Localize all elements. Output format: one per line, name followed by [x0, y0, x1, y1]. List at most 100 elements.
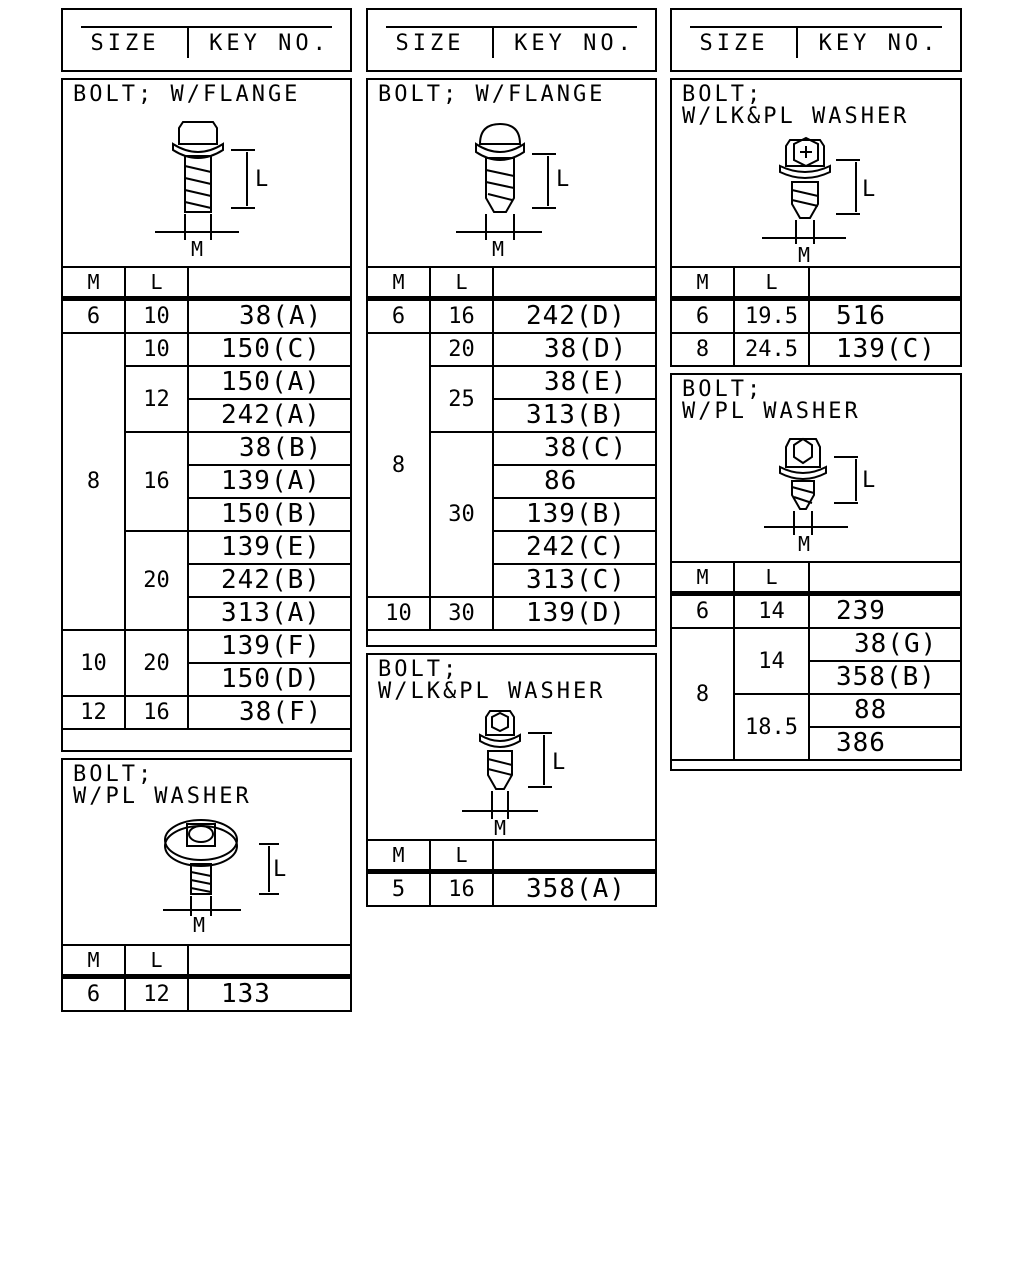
key-cell[interactable]: 139(B) [492, 497, 657, 532]
cell: L [556, 167, 569, 192]
col-l: L [124, 266, 189, 301]
cell: KEY NO. [514, 30, 635, 56]
cell: M [61, 944, 126, 979]
key-cell[interactable]: 38(A) [187, 297, 352, 334]
cell: 516 [836, 301, 886, 331]
cell: 8 [366, 332, 431, 598]
cell: 139(D) [526, 598, 626, 628]
cell: 313(B) [526, 400, 626, 430]
cell: 150(D) [221, 664, 321, 694]
cell: BOLT; W/LK&PL WASHER [378, 657, 606, 704]
cell: M [798, 243, 810, 267]
cell: 8 [670, 627, 735, 761]
key-cell[interactable]: 242(D) [492, 297, 657, 334]
key-cell[interactable]: 38(E) [492, 365, 657, 400]
cell: 242(D) [526, 301, 626, 331]
cell: 239 [836, 596, 886, 626]
key-cell[interactable]: 242(B) [187, 563, 352, 598]
cell: M [670, 561, 735, 596]
cell: M [492, 237, 504, 261]
key-cell[interactable]: 242(C) [492, 530, 657, 565]
cell: 6 [61, 297, 126, 334]
cell: SIZE [368, 28, 494, 58]
key-no-header: KEY NO. [209, 30, 330, 56]
key-cell[interactable]: 386 [808, 726, 962, 761]
cell: 242(A) [221, 400, 321, 430]
cell: 14 [733, 592, 810, 629]
key-cell[interactable]: 133 [187, 975, 352, 1012]
cell: 12 [124, 975, 189, 1012]
key-cell[interactable]: 38(G) [808, 627, 962, 662]
table-cell [492, 266, 657, 301]
key-cell[interactable]: 38(B) [187, 431, 352, 466]
cell: 30 [429, 431, 494, 598]
size-key-header-1: SIZE KEY NO. [61, 8, 352, 72]
cell: 5 [366, 870, 431, 907]
key-cell[interactable]: 313(A) [187, 596, 352, 631]
key-cell[interactable]: 150(D) [187, 662, 352, 697]
panel-title: BOLT; W/FLANGE [73, 82, 301, 107]
cell: BOLT; W/PL WASHER [682, 377, 861, 424]
key-cell[interactable]: 139(C) [808, 332, 962, 367]
cell: M [366, 839, 431, 874]
key-cell[interactable]: 239 [808, 592, 962, 629]
dim-l-label: L [255, 167, 268, 192]
pl-washer-bolt-diagram: L M [163, 819, 286, 937]
cell: 16 [429, 870, 494, 907]
cell: 19.5 [733, 297, 810, 334]
cell: 139(A) [221, 466, 321, 496]
cell: 313(A) [221, 598, 321, 628]
key-cell[interactable]: 358(A) [492, 870, 657, 907]
key-cell[interactable]: 358(B) [808, 660, 962, 695]
cell: 10 [124, 297, 189, 334]
cell: 88 [854, 695, 888, 725]
cell: 133 [221, 979, 271, 1009]
cell: 38(E) [544, 367, 628, 397]
cell: 12 [61, 695, 126, 730]
cell: 20 [429, 332, 494, 367]
table-cell [808, 561, 962, 596]
cell: 38(G) [854, 629, 938, 659]
key-cell[interactable]: 38(C) [492, 431, 657, 466]
cell: 18.5 [733, 693, 810, 761]
cell: 386 [836, 728, 886, 758]
key-cell[interactable]: 139(E) [187, 530, 352, 565]
cell: M [366, 266, 431, 301]
cell: L [552, 750, 565, 775]
key-cell[interactable]: 313(C) [492, 563, 657, 598]
key-cell[interactable]: 86 [492, 464, 657, 499]
key-cell[interactable]: 139(F) [187, 629, 352, 664]
key-cell[interactable]: 150(B) [187, 497, 352, 532]
cell: 150(B) [221, 499, 321, 529]
table-cell [808, 266, 962, 301]
cell: 38(B) [239, 433, 323, 463]
cell: 16 [429, 297, 494, 334]
key-cell[interactable]: 150(A) [187, 365, 352, 400]
cell: 38(C) [544, 433, 628, 463]
cell: 16 [124, 431, 189, 532]
table-cell [187, 944, 352, 979]
dim-m-label: M [191, 237, 203, 261]
cell: 20 [124, 629, 189, 697]
key-cell[interactable]: 516 [808, 297, 962, 334]
key-cell[interactable]: 242(A) [187, 398, 352, 433]
key-cell[interactable]: 150(C) [187, 332, 352, 367]
key-cell[interactable]: 38(D) [492, 332, 657, 367]
cell: 6 [366, 297, 431, 334]
cell: BOLT; W/FLANGE [378, 82, 606, 107]
cell: 313(C) [526, 565, 626, 595]
cell: L [124, 944, 189, 979]
key-cell[interactable]: 88 [808, 693, 962, 728]
cell: 150(C) [221, 334, 321, 364]
size-key-header-3: SIZE KEY NO. [670, 8, 962, 72]
cell: 242(C) [526, 532, 626, 562]
key-cell[interactable]: 139(A) [187, 464, 352, 499]
key-cell[interactable]: 38(F) [187, 695, 352, 730]
key-cell[interactable]: 313(B) [492, 398, 657, 433]
key-cell[interactable]: 139(D) [492, 596, 657, 631]
cell: M [798, 532, 810, 556]
